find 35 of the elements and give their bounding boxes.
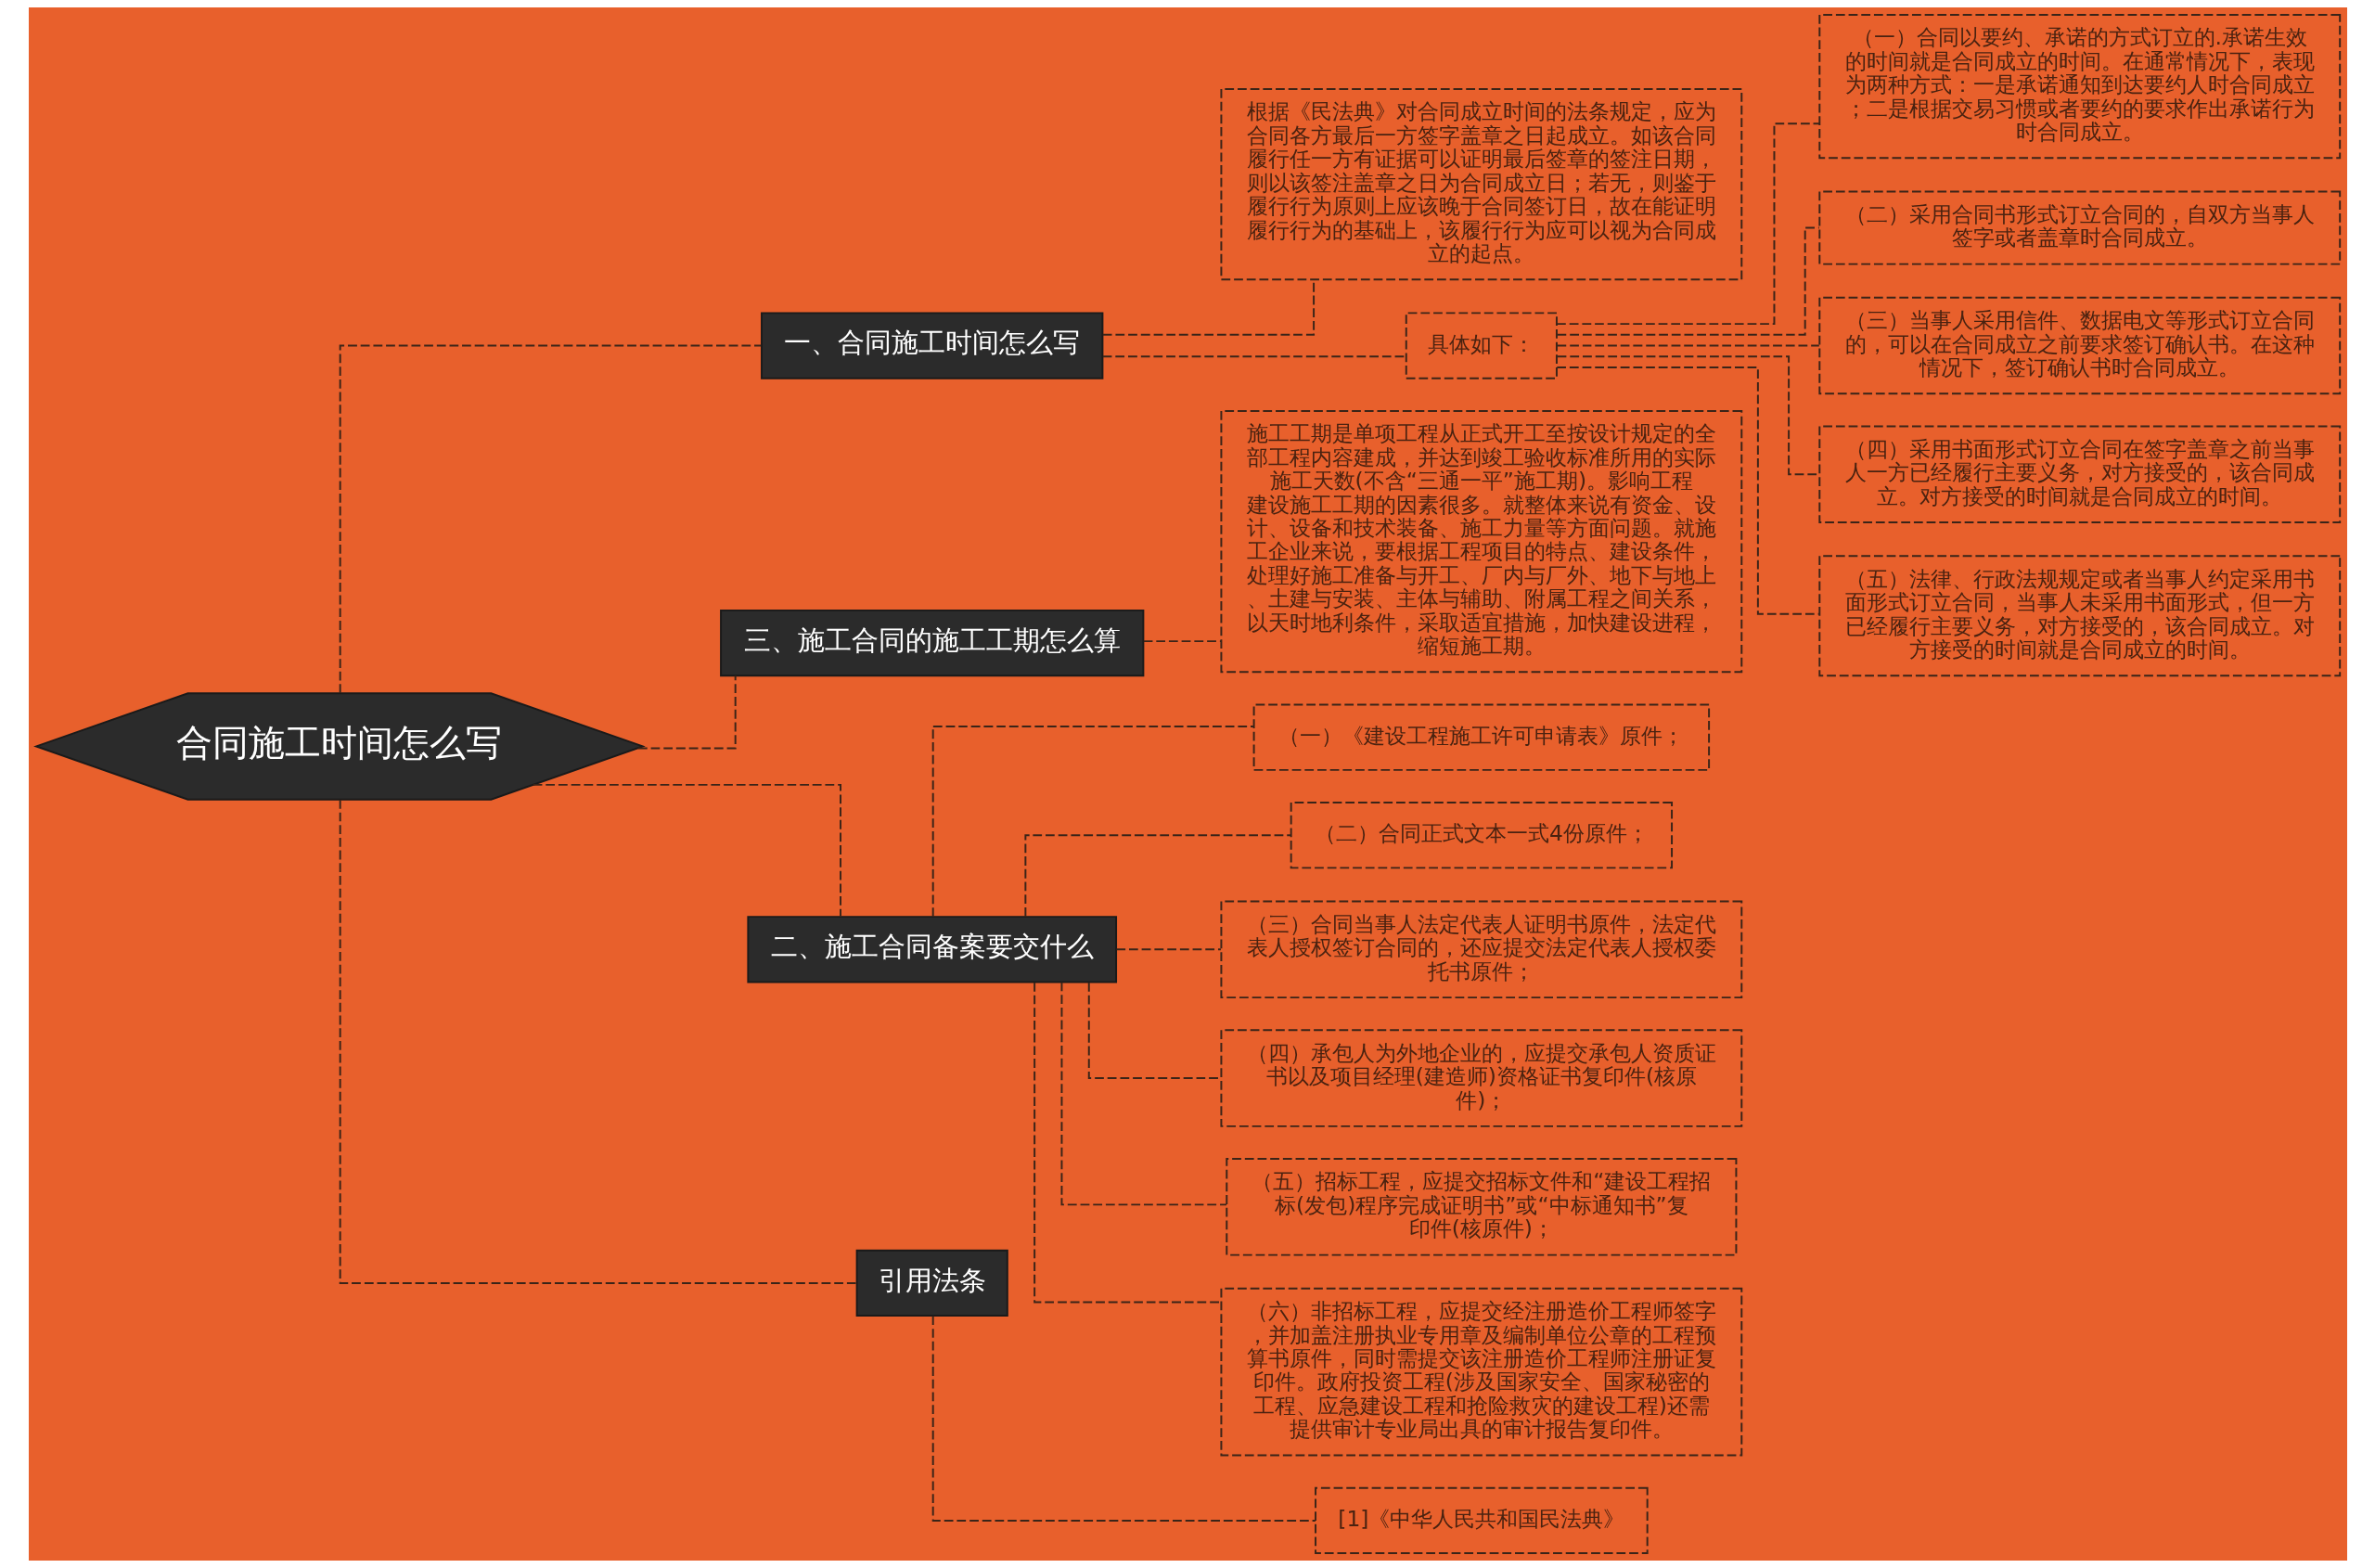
node-box: （五）法律、行政法规规定或者当事人约定采用书面形式订立合同，当事人未采用书面形式，但一方已经履行主要义务，对方接受的，该合同成立。对方接受的时间就是合同成立的时间。	[1817, 555, 2341, 677]
connector	[931, 1315, 1316, 1522]
connector	[1556, 344, 1820, 347]
node-box: 根据《民法典》对合同成立时间的法条规定，应为合同各方最后一方签字盖章之日起成立。如该合同履行任一方有证据可以证明最后签章的签注日期，则以该签注盖章之日为合同成立日；若无，则鉴于履行行为原则上应该晚于合同签订日，故在能证明履行行为的基础上，该履行行为应可以视为合同成立的起点。	[1219, 88, 1742, 281]
connector	[339, 344, 762, 695]
node-box: （三）合同当事人法定代表人证明书原件，法定代表人授权签订合同的，还应提交法定代表人授权委托书原件；	[1219, 900, 1742, 999]
node-box: （五）招标工程，应提交招标文件和“建设工程招标(发包)程序完成证明书”或“中标通知书”复印件(核原件)；	[1225, 1158, 1737, 1256]
node-box: （一）《建设工程施工许可申请表》原件；	[1252, 703, 1710, 771]
node-box: 具体如下：	[1405, 312, 1558, 379]
connector	[1101, 355, 1406, 358]
node-box: 二、施工合同备案要交什么	[746, 916, 1117, 983]
node-box: （三）当事人采用信件、数据电文等形式订立合同的，可以在合同成立之前要求签订确认书。在这种情况下，签订确认书时合同成立。	[1817, 296, 2341, 395]
node-box: （二）采用合同书形式订立合同的，自双方当事人签字或者盖章时合同成立。	[1817, 190, 2341, 265]
connector	[1142, 640, 1222, 643]
connector	[1033, 982, 1222, 1304]
connector	[1555, 122, 1820, 326]
node-box: （六）非招标工程，应提交经注册造价工程师签字，并加盖注册执业专用章及编制单位公章的工程预算书原件，同时需提交该注册造价工程师注册证复印件。政府投资工程(涉及国家安全、国家秘密的工程、应急建设工程和抢险救灾的建设工程)还需提供审计专业局出具的审计报告复印件。	[1219, 1287, 1742, 1457]
connector	[931, 725, 1254, 918]
node-box: 施工工期是单项工程从正式开工至按设计规定的全部工程内容建成，并达到竣工验收标准所用的实际施工天数(不含“三通一平”施工期)。影响工程建设施工工期的因素很多。就整体来说有资金、设计、设备和技术装备、施工力量等方面问题。就施工企业来说，要根据工程项目的特点、建设条件，处理好施工准备与开工、厂内与厂外、地下与地上、土建与安装、主体与辅助、附属工程之间关系，以天时地利条件，采取适宜措施，加快建设进程，缩短施工期。	[1219, 409, 1742, 674]
connector	[1059, 981, 1227, 1206]
connector	[1556, 226, 1820, 336]
connector	[1555, 366, 1820, 615]
node-box: 三、施工合同的施工工期怎么算	[719, 609, 1144, 677]
node-box: （四）采用书面形式订立合同在签字盖章之前当事人一方已经履行主要义务，对方接受的，该合同成立。对方接受的时间就是合同成立的时间。	[1817, 425, 2341, 524]
connector	[636, 675, 737, 750]
node-box: 一、合同施工时间怎么写	[760, 312, 1103, 379]
connector	[339, 799, 857, 1284]
node-box: （四）承包人为外地企业的，应提交承包人资质证书以及项目经理(建造师)资格证书复印件(核原件)；	[1219, 1029, 1742, 1127]
connector	[1023, 834, 1291, 918]
node-box: 引用法条	[855, 1249, 1008, 1317]
node-box: （一）合同以要约、承诺的方式订立的.承诺生效的时间就是合同成立的时间。在通常情况下，表现为两种方式：一是承诺通知到达要约人时合同成立；二是根据交易习惯或者要约的要求作出承诺行为时合同成立。	[1817, 13, 2341, 160]
node-box: （二）合同正式文本一式4份原件；	[1290, 802, 1673, 869]
connector	[532, 783, 841, 918]
node-box: [1]《中华人民共和国民法典》	[1314, 1486, 1649, 1555]
connector	[1115, 948, 1222, 951]
